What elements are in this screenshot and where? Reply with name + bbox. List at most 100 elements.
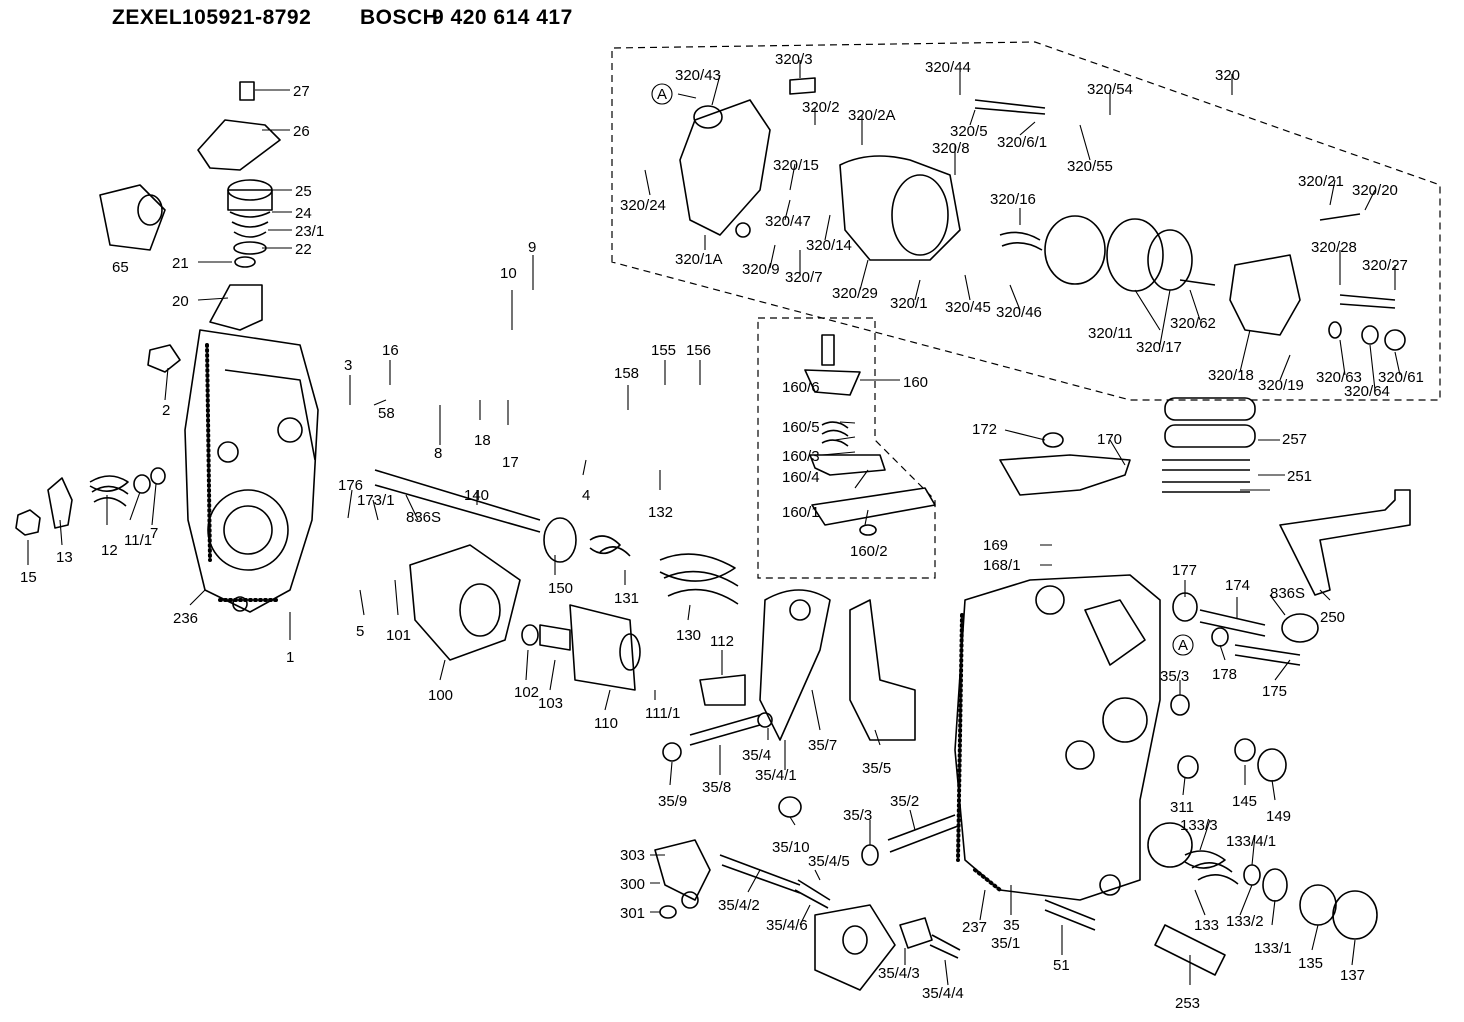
callout-18: 18	[474, 432, 491, 449]
callout-26: 26	[293, 123, 310, 140]
callout-labels: 27 26 25 24 23/1 22 21 20 65 2 3 16 58 8…	[20, 51, 1424, 1012]
callout-100: 100	[428, 687, 453, 704]
callout-320-5: 320/5	[950, 123, 988, 140]
callout-51: 51	[1053, 957, 1070, 974]
callout-111-1: 111/1	[645, 705, 680, 722]
callout-257: 257	[1282, 431, 1307, 448]
callout-133-3: 133/3	[1180, 817, 1218, 834]
diagram-header: ZEXEL 105921-8792 BOSCH 9 420 614 417	[0, 0, 1464, 40]
callout-35-4-5: 35/4/5	[808, 853, 850, 870]
callout-35-8: 35/8	[702, 779, 731, 796]
callout-140: 140	[464, 487, 489, 504]
callout-320-11: 320/11	[1088, 325, 1133, 342]
callout-320-62: 320/62	[1170, 315, 1216, 332]
callout-320-17: 320/17	[1136, 339, 1182, 356]
callout-176: 176	[338, 477, 363, 494]
callout-10: 10	[500, 265, 517, 282]
callout-320-20: 320/20	[1352, 182, 1398, 199]
lever-linkage	[662, 589, 916, 818]
lower-right-parts	[1044, 850, 1378, 976]
callout-12: 12	[101, 542, 118, 559]
callout-35-7: 35/7	[808, 737, 837, 754]
callout-251: 251	[1287, 468, 1312, 485]
callout-35: 35	[1003, 917, 1020, 934]
right-upper-parts	[999, 397, 1411, 782]
callout-133-1: 133/1	[1254, 940, 1292, 957]
callout-250: 250	[1320, 609, 1345, 626]
callout-160-3: 160/3	[782, 448, 820, 465]
callout-320-16: 320/16	[990, 191, 1036, 208]
callout-27: 27	[293, 83, 310, 100]
callout-320-24: 320/24	[620, 197, 666, 214]
governor-cover-parts	[99, 81, 281, 373]
callout-160: 160	[903, 374, 928, 391]
callout-320-45: 320/45	[945, 299, 991, 316]
callout-16: 16	[382, 342, 399, 359]
callout-836s-left: 836S	[406, 509, 441, 526]
callout-1: 1	[286, 649, 294, 666]
callout-156: 156	[686, 342, 711, 359]
callout-103: 103	[538, 695, 563, 712]
callout-173-1: 173/1	[357, 492, 395, 509]
callout-20: 20	[172, 293, 189, 310]
callout-5: 5	[356, 623, 364, 640]
callout-35-2: 35/2	[890, 793, 919, 810]
leader-lines	[27, 60, 1401, 986]
callout-65: 65	[112, 259, 129, 276]
callout-174: 174	[1225, 577, 1250, 594]
callout-320-18: 320/18	[1208, 367, 1254, 384]
main-housing	[184, 329, 319, 613]
callout-160-5: 160/5	[782, 419, 820, 436]
callout-4: 4	[582, 487, 590, 504]
callout-320-9: 320/9	[742, 261, 780, 278]
callout-11-1: 11/1	[124, 532, 152, 549]
maker-zexel: ZEXEL	[112, 6, 183, 29]
callout-158: 158	[614, 365, 639, 382]
callout-150: 150	[548, 580, 573, 597]
callout-35-3-lower: 35/3	[843, 807, 872, 824]
part-number-bosch: 9 420 614 417	[432, 6, 573, 29]
callout-320-47: 320/47	[765, 213, 811, 230]
callout-35-4-3: 35/4/3	[878, 965, 920, 982]
governor-housing	[954, 574, 1193, 901]
assembly-320-boundary	[611, 41, 1441, 401]
callout-320-7: 320/7	[785, 269, 823, 286]
callout-253: 253	[1175, 995, 1200, 1012]
maker-bosch: BOSCH	[360, 6, 439, 29]
assembly-160-boundary	[757, 317, 936, 579]
callout-a-lower: A	[1178, 637, 1188, 654]
reference-marker-a-upper	[651, 83, 673, 105]
callout-320-3: 320/3	[775, 51, 813, 68]
callout-112: 112	[710, 633, 734, 650]
callout-35-10: 35/10	[772, 839, 810, 856]
left-small-parts	[15, 467, 166, 536]
callout-a-upper: A	[657, 86, 667, 103]
callout-320-63: 320/63	[1316, 369, 1362, 386]
callout-35-4-6: 35/4/6	[766, 917, 808, 934]
callout-24: 24	[295, 205, 312, 222]
callout-102: 102	[514, 684, 539, 701]
callout-320-1a: 320/1A	[675, 251, 723, 268]
callout-320-46: 320/46	[996, 304, 1042, 321]
callout-35-4-2: 35/4/2	[718, 897, 760, 914]
callout-178: 178	[1212, 666, 1237, 683]
callout-149: 149	[1266, 808, 1291, 825]
callout-22: 22	[295, 241, 312, 258]
callout-303: 303	[620, 847, 645, 864]
callout-3: 3	[344, 357, 352, 374]
callout-320-64: 320/64	[1344, 383, 1390, 400]
callout-58: 58	[378, 405, 395, 422]
callout-131: 131	[614, 590, 639, 607]
callout-237: 237	[962, 919, 987, 936]
drive-shaft-and-springs	[374, 469, 739, 691]
callout-23-1: 23/1	[295, 223, 324, 240]
callout-320-61: 320/61	[1378, 369, 1424, 386]
callout-133: 133	[1194, 917, 1219, 934]
callout-236: 236	[173, 610, 198, 627]
callout-13: 13	[56, 549, 73, 566]
callout-169: 169	[983, 537, 1008, 554]
callout-320-1: 320/1	[890, 295, 928, 312]
callout-320-27: 320/27	[1362, 257, 1408, 274]
callout-320-19: 320/19	[1258, 377, 1304, 394]
callout-301: 301	[620, 905, 645, 922]
